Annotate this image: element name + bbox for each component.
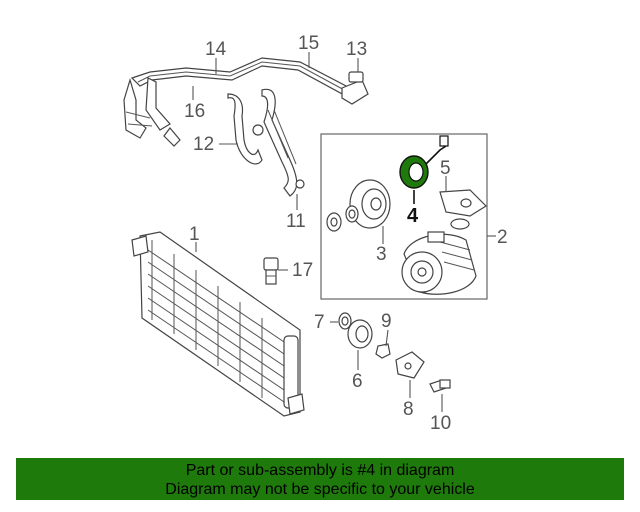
pulley-bearing[interactable] [347,319,373,349]
banner-line-1: Part or sub-assembly is #4 in diagram [185,462,455,479]
callout-9: 9 [381,311,392,332]
leader-lines [192,52,447,412]
callout-11: 11 [286,211,306,232]
pressure-sensor[interactable] [263,257,279,285]
callout-15: 15 [298,33,319,54]
callout-17: 17 [292,260,313,281]
clutch-pulley[interactable] [349,179,391,229]
callout-6: 6 [352,371,363,392]
callout-4-highlighted: 4 [407,205,419,227]
info-banner: Part or sub-assembly is #4 in diagram Di… [16,458,624,500]
condenser[interactable] [131,231,305,417]
callout-12: 12 [193,134,214,155]
pipe-end-cap[interactable] [341,71,369,105]
callout-5: 5 [440,158,451,179]
callout-1: 1 [189,224,200,245]
control-valve[interactable] [439,189,487,230]
compressor[interactable] [401,231,477,295]
callout-7: 7 [314,312,325,333]
discharge-hose[interactable] [227,88,305,197]
callout-8: 8 [403,399,414,420]
field-coil-highlighted[interactable] [399,135,449,189]
callout-3: 3 [376,244,387,265]
bolt[interactable] [429,379,451,393]
parts-diagram: 1 2 3 4 5 6 7 8 9 10 11 12 13 14 15 16 1… [123,33,508,434]
callout-13: 13 [346,39,367,60]
suction-pipe-assembly[interactable] [123,57,351,147]
callout-14: 14 [205,39,227,60]
banner-line-2: Diagram may not be specific to your vehi… [165,481,475,498]
clutch-hub-rings[interactable] [326,205,359,232]
callout-2: 2 [497,227,508,248]
callout-10: 10 [430,413,451,434]
o-ring[interactable] [338,312,352,330]
bracket[interactable] [395,351,425,379]
callout-16: 16 [184,101,205,122]
cap-nut[interactable] [375,343,391,359]
